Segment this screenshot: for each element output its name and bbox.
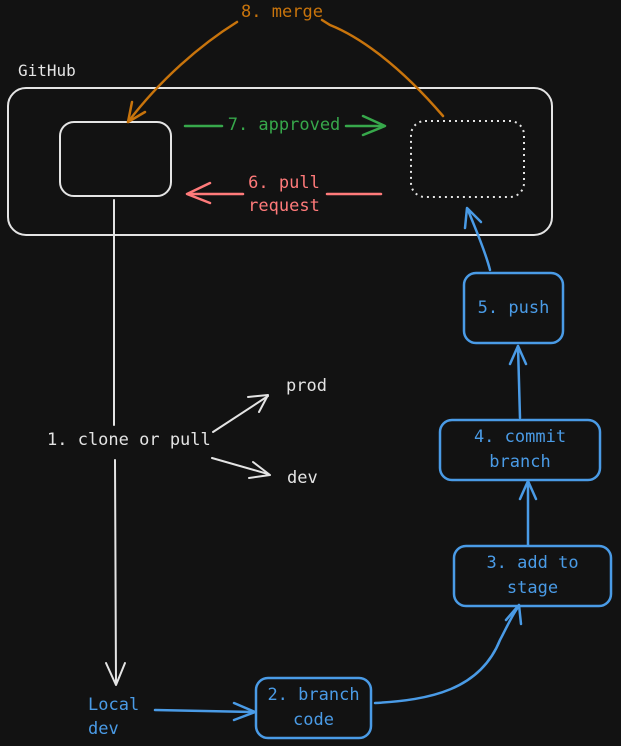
approved-label: 7. approved [227,115,341,135]
approved-arrowhead [361,114,387,137]
branch-to-stage-arrowhead [504,603,523,626]
commit-to-push-arrow [516,344,522,420]
prod-arrowhead [247,394,269,413]
merge-arrow-curve [320,18,445,118]
pull-request-label-line2: request [248,196,320,216]
step-push-box [462,271,565,345]
push-to-github-arrow [466,208,492,272]
merge-label: 8. merge [241,2,323,22]
step-push-label: 5. push [477,297,550,318]
clone-arrow-line-bottom [114,459,117,685]
github-label: GitHub [18,61,76,80]
step-commit-branch-box [438,418,602,482]
prod-arrow [212,395,269,433]
merge-arrow-line [126,20,239,124]
clone-or-pull-label: 1. clone or pull [47,428,211,453]
stage-to-commit-arrowhead [518,479,538,501]
dev-arrow [211,457,269,475]
clone-arrowhead [105,662,126,686]
branch-to-stage-arrow [373,604,521,705]
local-dev-label-line1: Local [88,695,140,715]
local-to-branch-arrow [153,708,255,714]
step-branch-code-box [254,676,373,740]
local-dev-label-line2: dev [88,719,119,739]
main-repo-box [59,121,172,197]
dev-arrowhead [248,461,271,479]
commit-to-push-arrowhead [508,344,528,366]
github-container [7,87,553,236]
merge-arrowhead [126,100,147,124]
step-add-to-stage-label: 3. add to stage [486,553,579,598]
pull-request-arrowhead [185,181,212,205]
push-to-github-arrowhead [463,206,483,230]
dev-label: dev [287,468,318,488]
prod-label: prod [286,376,327,396]
step-commit-branch-label: 4. commit branch [473,427,567,472]
step-branch-code-label: 2. branch code [267,685,360,730]
pull-request-label-line1: 6. pull [248,173,320,193]
step-add-to-stage-box [452,544,613,608]
feature-branch-box [410,120,525,198]
